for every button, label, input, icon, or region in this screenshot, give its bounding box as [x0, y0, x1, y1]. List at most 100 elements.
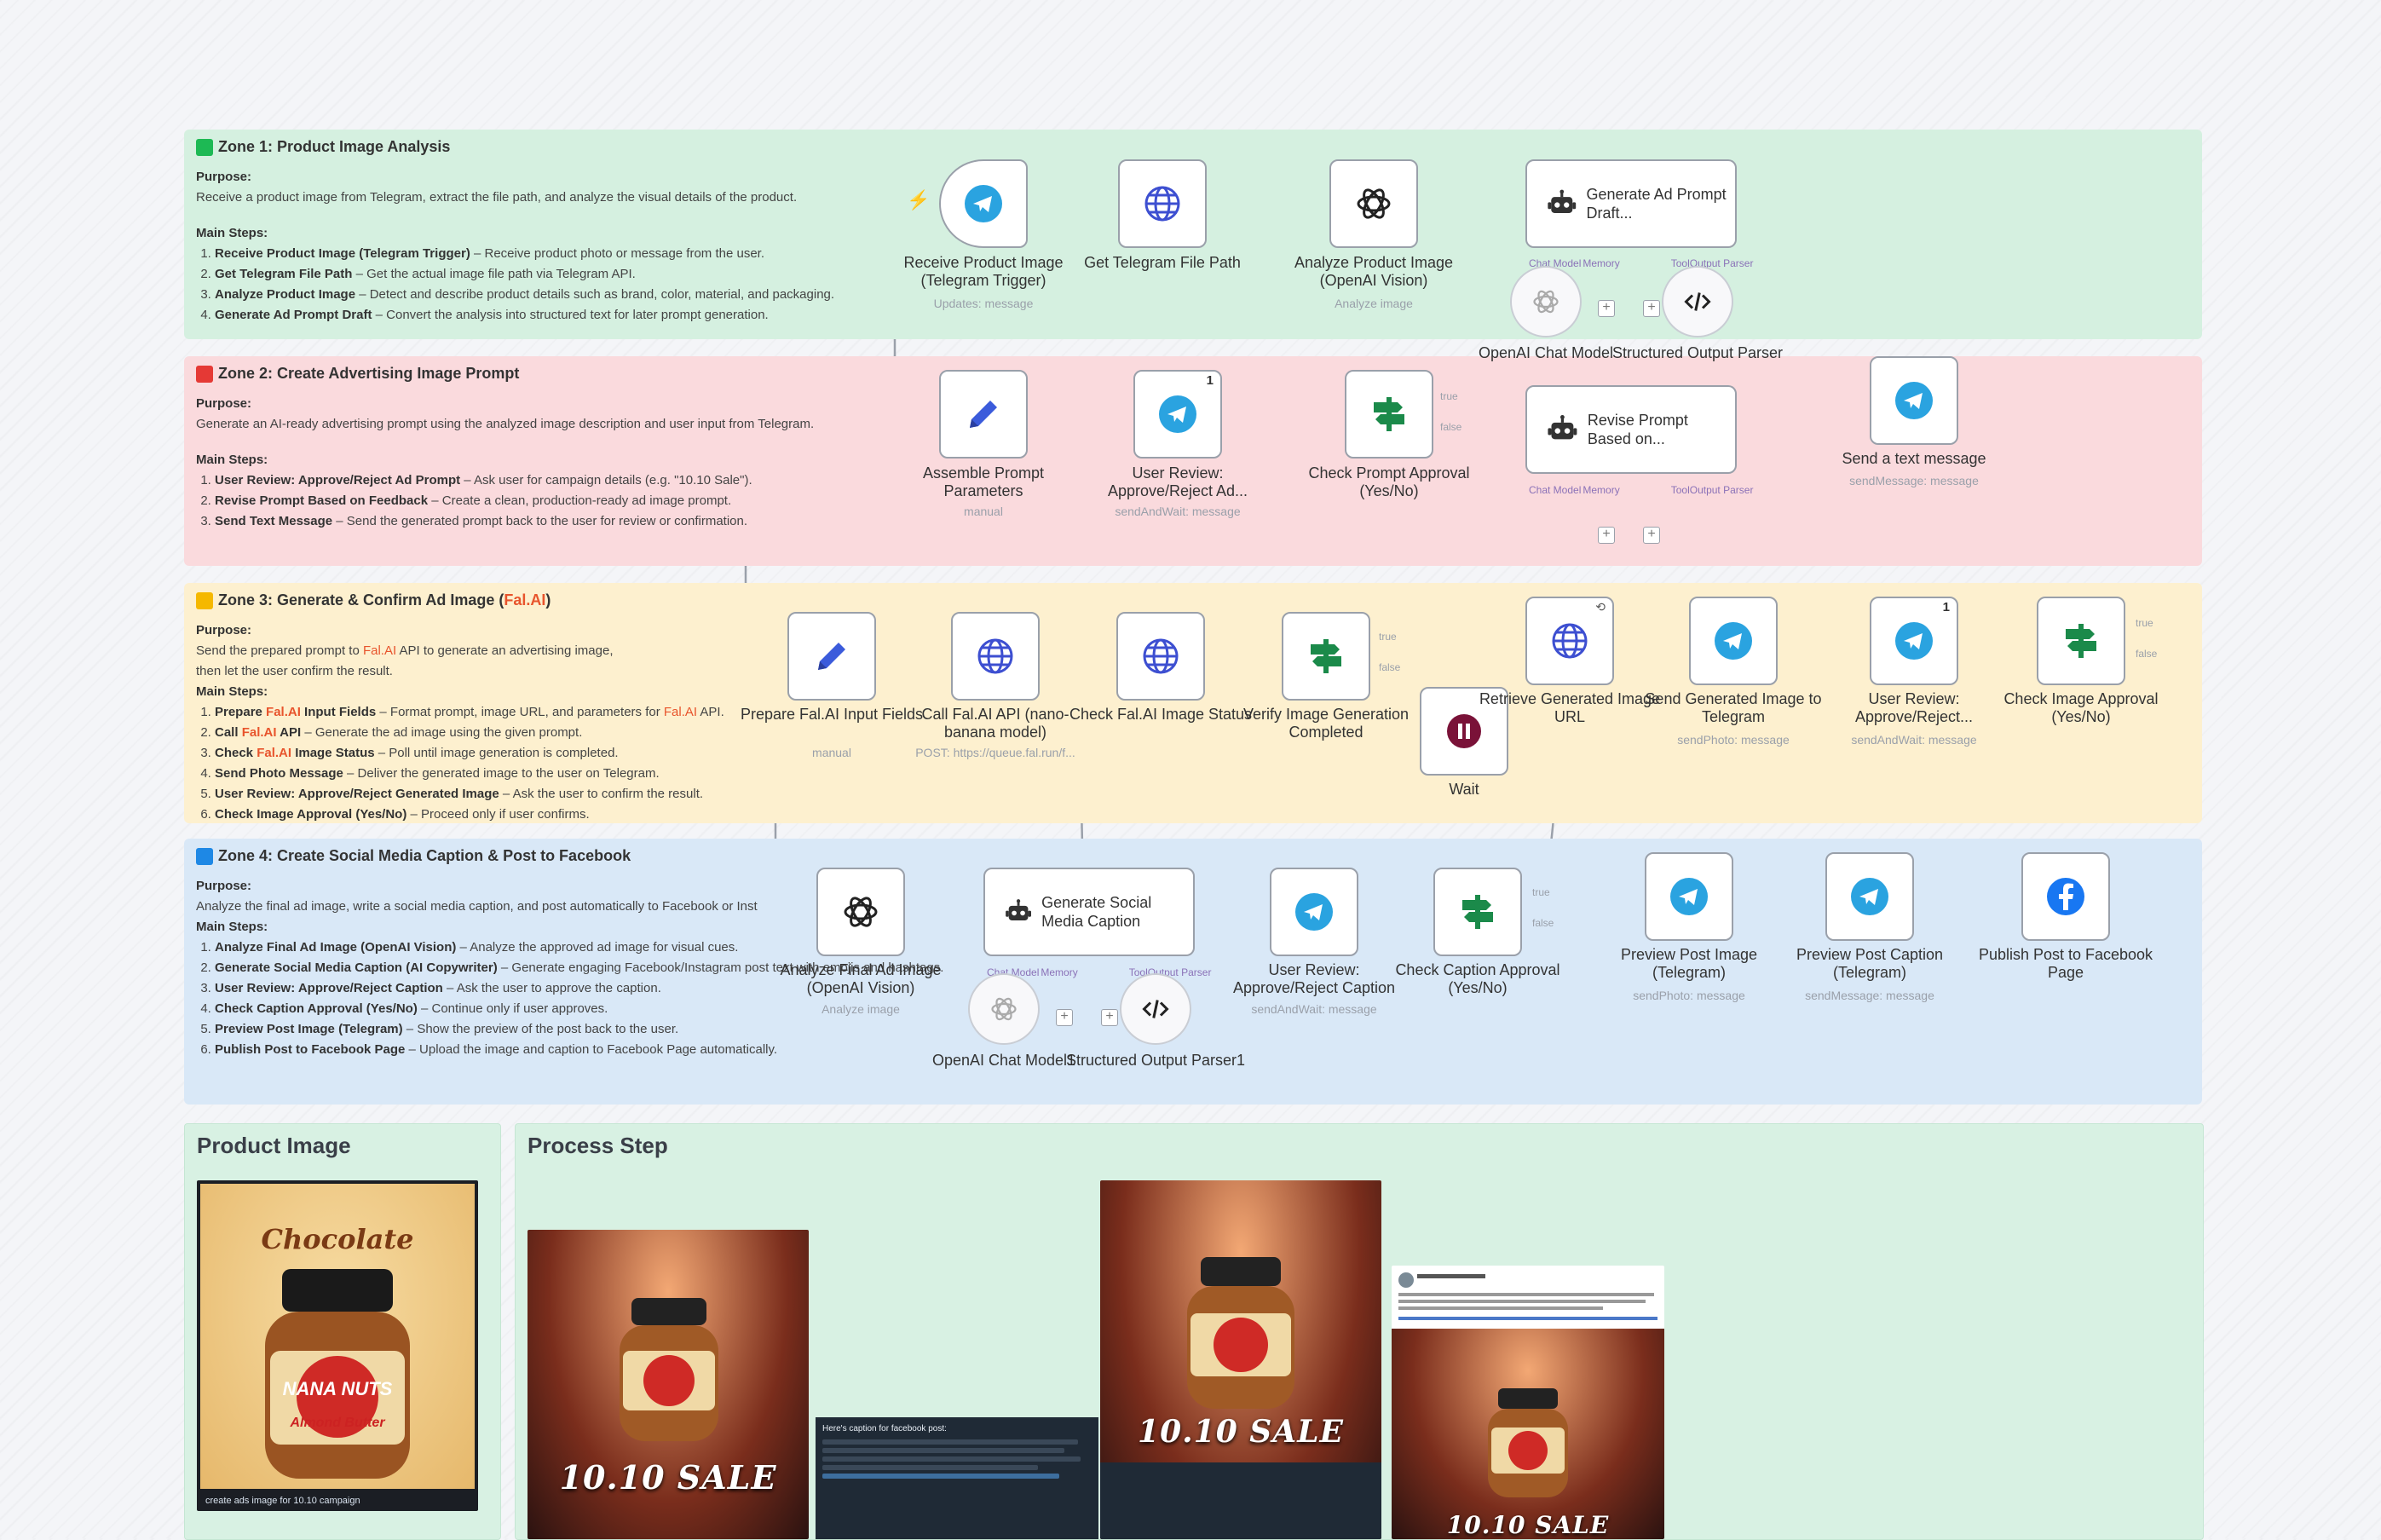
step-item: Publish Post to Facebook Page – Upload t… — [215, 1040, 943, 1060]
node-label: OpenAI Chat Model — [1478, 344, 1614, 361]
add-tool-button[interactable]: + — [1101, 1009, 1118, 1026]
robot-icon — [1006, 899, 1031, 920]
caption-header: Here's caption for facebook post: — [822, 1424, 947, 1433]
zone-2-panel: Zone 2: Create Advertising Image Prompt … — [184, 356, 2202, 566]
node-check-caption-approval[interactable] — [1433, 868, 1522, 956]
facebook-icon — [2047, 878, 2084, 915]
openai-icon — [1533, 290, 1559, 314]
add-tool-button[interactable]: + — [1643, 527, 1660, 544]
node-check-prompt-approval[interactable] — [1345, 370, 1433, 459]
node-label: Call Fal.AI API (nano-banana model) — [921, 706, 1069, 741]
node-label: User Review: Approve/Reject Ad... — [1107, 464, 1248, 499]
node-subtitle: POST: https://queue.fal.run/f... — [915, 746, 1075, 759]
node-verify-image-generation[interactable] — [1282, 612, 1370, 701]
add-tool-button[interactable]: + — [1643, 300, 1660, 317]
false-port-label: false — [1440, 421, 1462, 433]
step-item: Generate Ad Prompt Draft – Convert the a… — [215, 305, 834, 326]
node-user-review-image[interactable]: 1 — [1870, 597, 1958, 685]
openai-icon — [991, 997, 1017, 1021]
telegram-icon — [1715, 622, 1752, 660]
node-user-review-caption[interactable] — [1270, 868, 1358, 956]
step-item: Generate Social Media Caption (AI Copywr… — [215, 958, 943, 978]
process-photo-2[interactable]: 10.10 SALE — [1100, 1180, 1381, 1539]
node-label: Verify Image Generation Completed — [1242, 706, 1410, 741]
add-memory-button[interactable]: + — [1598, 527, 1615, 544]
caption-chat-screenshot[interactable]: Here's caption for facebook post: — [816, 1417, 1098, 1539]
step-item: Analyze Final Ad Image (OpenAI Vision) –… — [215, 937, 943, 958]
node-send-generated-image[interactable] — [1689, 597, 1778, 685]
node-label: User Review: Approve/Reject... — [1854, 690, 1974, 725]
node-subtitle: sendPhoto: message — [1677, 733, 1790, 747]
node-user-review-ad-prompt[interactable]: 1 — [1133, 370, 1222, 459]
zone-4-title: Zone 4: Create Social Media Caption & Po… — [196, 847, 631, 865]
step-item: Send Text Message – Send the generated p… — [215, 511, 814, 532]
jar-image — [1187, 1257, 1294, 1409]
node-label: OpenAI Chat Model1 — [931, 1052, 1076, 1069]
sale-headline: 10.10 SALE — [1138, 1414, 1344, 1450]
node-send-text-message[interactable] — [1870, 356, 1958, 445]
process-photo-1[interactable]: 10.10 SALE — [528, 1230, 809, 1539]
node-label: Preview Post Image (Telegram) — [1620, 946, 1758, 981]
node-label: Check Caption Approval (Yes/No) — [1395, 961, 1560, 996]
robot-icon — [1548, 189, 1577, 213]
node-check-image-approval[interactable] — [2037, 597, 2125, 685]
step-item: Analyze Product Image – Detect and descr… — [215, 285, 834, 305]
node-get-telegram-file-path[interactable] — [1118, 159, 1207, 248]
facebook-post-preview[interactable]: 10.10 SALE — [1392, 1266, 1664, 1539]
node-openai-chat-model1[interactable] — [968, 973, 1040, 1045]
step-item: Preview Post Image (Telegram) – Show the… — [215, 1019, 943, 1040]
step-item: Call Fal.AI API – Generate the ad image … — [215, 723, 724, 743]
add-memory-button[interactable]: + — [1056, 1009, 1073, 1026]
product-brand-word: Chocolate — [261, 1223, 414, 1255]
node-call-falai-api[interactable] — [951, 612, 1040, 701]
zone-1-title: Zone 1: Product Image Analysis — [196, 138, 450, 156]
false-port-label: false — [2136, 648, 2158, 660]
node-publish-facebook[interactable] — [2021, 852, 2110, 941]
node-subtitle: Updates: message — [933, 297, 1034, 310]
node-analyze-final-ad-image[interactable] — [816, 868, 905, 956]
node-label: Check Image Approval (Yes/No) — [2003, 690, 2159, 725]
node-structured-output-parser[interactable] — [1662, 266, 1733, 337]
switch-icon — [1462, 895, 1493, 929]
node-label: Send a text message — [1842, 450, 1986, 467]
refresh-icon: ⟲ — [1595, 600, 1606, 614]
node-openai-chat-model[interactable] — [1510, 266, 1582, 337]
node-label: Publish Post to Facebook Page — [1978, 946, 2153, 981]
green-square-icon — [196, 138, 213, 156]
panel-title: Product Image — [197, 1133, 351, 1158]
true-port-label: true — [1379, 631, 1397, 643]
true-port-label: true — [1532, 886, 1550, 898]
switch-icon — [1311, 639, 1341, 673]
node-subtitle: sendMessage: message — [1849, 474, 1979, 487]
node-analyze-product-image[interactable] — [1329, 159, 1418, 248]
node-revise-prompt[interactable]: Revise Prompt Based on... — [1525, 385, 1737, 474]
node-preview-post-caption[interactable] — [1825, 852, 1914, 941]
node-generate-ad-prompt-draft[interactable]: Generate Ad Prompt Draft... — [1525, 159, 1737, 248]
pencil-icon — [970, 401, 997, 428]
true-port-label: true — [1440, 390, 1458, 402]
node-prepare-falai-input[interactable] — [787, 612, 876, 701]
panel-title: Process Step — [528, 1133, 668, 1158]
node-generate-social-caption[interactable]: Generate Social Media Caption — [983, 868, 1195, 956]
node-label: Check Prompt Approval (Yes/No) — [1308, 464, 1470, 499]
node-receive-product-image[interactable] — [939, 159, 1028, 248]
node-check-falai-status[interactable] — [1116, 612, 1205, 701]
step-item: Check Fal.AI Image Status – Poll until i… — [215, 743, 724, 764]
step-item: User Review: Approve/Reject Generated Im… — [215, 784, 724, 805]
node-subtitle: sendAndWait: message — [1251, 1002, 1377, 1016]
node-label: User Review: Approve/Reject Caption — [1232, 961, 1396, 996]
robot-icon — [1548, 415, 1577, 440]
product-photo[interactable]: Chocolate NANA NUTS Almond Butter create… — [197, 1180, 478, 1511]
node-retrieve-image-url[interactable]: ⟲ — [1525, 597, 1614, 685]
switch-icon — [1374, 397, 1404, 431]
node-preview-post-image[interactable] — [1645, 852, 1733, 941]
node-wait[interactable] — [1420, 687, 1508, 776]
node-structured-output-parser1[interactable] — [1120, 973, 1191, 1045]
true-port-label: true — [2136, 617, 2153, 629]
add-memory-button[interactable]: + — [1598, 300, 1615, 317]
node-assemble-prompt-parameters[interactable] — [939, 370, 1028, 459]
pencil-icon — [818, 643, 845, 670]
jar-image — [620, 1298, 718, 1441]
node-label: Assemble Prompt Parameters — [922, 464, 1045, 499]
globe-icon — [977, 638, 1013, 674]
